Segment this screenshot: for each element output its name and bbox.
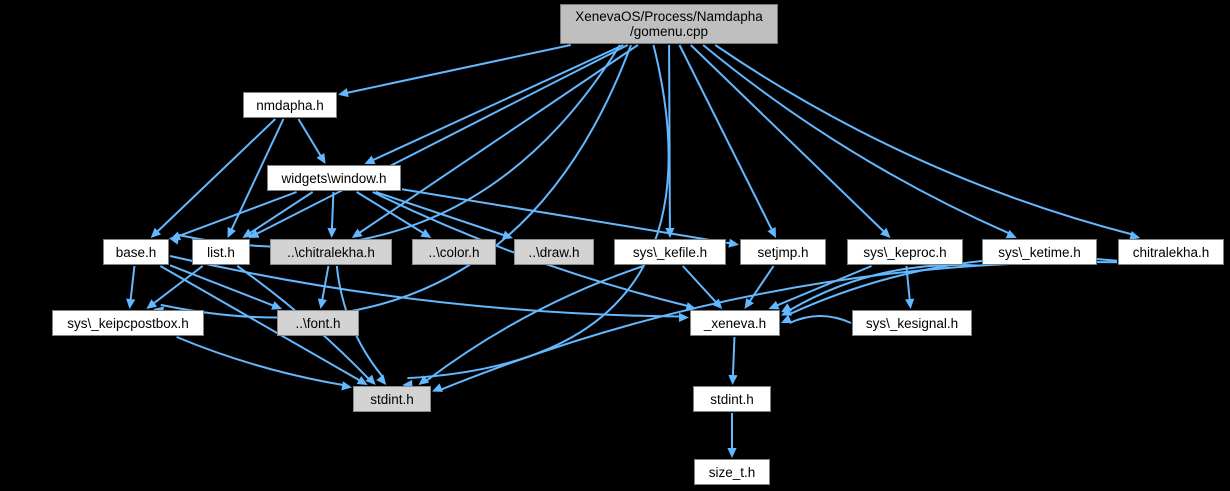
arrowhead-xeneva-to-stdint_right: [728, 374, 738, 385]
edge-root-to-postbox: [160, 44, 632, 319]
arrowhead-window-to-base: [170, 231, 181, 241]
arrowhead-chitralekha-to-xeneva: [781, 307, 793, 316]
node-chitralekha[interactable]: chitralekha.h: [1118, 239, 1224, 265]
edge-kesignal-to-xeneva: [789, 315, 852, 324]
node-kesignal[interactable]: sys\_kesignal.h: [852, 310, 972, 336]
arrowhead-base-to-xeneva: [678, 312, 689, 323]
arrowhead-list-to-stdint_left: [365, 374, 376, 385]
edge-root-to-stdint_left: [407, 44, 670, 380]
edge-root-to-chitralekha: [714, 44, 1133, 236]
edge-root-to-kefile: [668, 44, 671, 230]
node-window[interactable]: widgets\window.h: [267, 165, 401, 191]
node-stdint_right[interactable]: stdint.h: [693, 386, 771, 412]
edge-root-to-list: [255, 44, 629, 236]
arrowhead-chitralekha_rel-to-font: [317, 298, 327, 309]
node-kefile[interactable]: sys\_kefile.h: [614, 239, 726, 265]
edge-xeneva-to-stdint_right: [731, 336, 736, 377]
edge-base-to-xeneva: [169, 255, 681, 318]
node-chitralekha_rel[interactable]: ..\chitralekha.h: [270, 239, 392, 265]
arrowhead-keproc-to-xeneva: [768, 300, 780, 310]
edge-chitralekha_rel-to-font: [321, 265, 330, 301]
arrowhead-list-to-postbox: [146, 299, 158, 309]
arrowhead-chitralekha_rel-to-stdint_left: [376, 374, 387, 385]
arrowhead-base-to-font: [271, 301, 283, 310]
node-font[interactable]: ..\font.h: [277, 310, 359, 336]
arrowhead-root-to-nmdapha: [338, 88, 349, 98]
arrowhead-setjmp-to-xeneva: [744, 298, 754, 309]
arrowhead-chitralekha-to-stdint_left: [432, 383, 443, 392]
arrowhead-root-to-window: [364, 155, 376, 165]
edge-window-to-draw: [375, 191, 506, 237]
edge-setjmp-to-xeneva: [748, 265, 775, 303]
edge-kefile-to-stdint_left: [425, 265, 644, 382]
edge-window-to-chitralekha_rel: [330, 191, 335, 230]
node-postbox[interactable]: sys\_keipcpostbox.h: [52, 310, 204, 336]
edge-base-to-postbox: [129, 265, 136, 301]
node-draw[interactable]: ..\draw.h: [514, 239, 594, 265]
node-base[interactable]: base.h: [103, 239, 169, 265]
edge-nmdapha-to-list: [230, 118, 285, 231]
edge-root-to-setjmp: [678, 44, 774, 231]
arrowhead-base-to-postbox: [126, 298, 136, 309]
node-stdint_left[interactable]: stdint.h: [353, 386, 431, 412]
arrowhead-window-to-setjmp: [728, 238, 739, 248]
edge-root-to-ketime: [702, 44, 1010, 235]
edge-keproc-to-xeneva: [775, 265, 872, 307]
arrowhead-window-to-draw: [502, 230, 513, 240]
edge-kefile-to-xeneva: [682, 265, 718, 304]
edge-nmdapha-to-base: [156, 118, 277, 233]
node-nmdapha[interactable]: nmdapha.h: [243, 92, 337, 118]
arrowhead-root-to-keproc: [880, 227, 891, 238]
arrowhead-stdint_right-to-size_t: [727, 448, 737, 458]
edge-root-to-chitralekha_rel: [358, 44, 639, 235]
node-setjmp[interactable]: setjmp.h: [740, 239, 826, 265]
edge-window-to-base: [177, 191, 297, 238]
arrowhead-root-to-setjmp: [767, 226, 776, 238]
edge-postbox-to-stdint_left: [176, 336, 344, 387]
node-keproc[interactable]: sys\_keproc.h: [847, 239, 963, 265]
edge-nmdapha-to-window: [297, 118, 323, 158]
arrowhead-window-to-color: [420, 228, 432, 238]
arrowhead-base-to-stdint_left: [356, 376, 368, 385]
arrowhead-root-to-chitralekha: [1129, 231, 1141, 240]
node-xeneva[interactable]: _xeneva.h: [690, 310, 780, 336]
arrowhead-keproc-to-kesignal: [905, 298, 915, 309]
node-size_t[interactable]: size_t.h: [694, 459, 770, 485]
node-list[interactable]: list.h: [192, 239, 250, 265]
arrowhead-window-to-chitralekha_rel: [327, 227, 337, 238]
edge-window-to-list: [248, 191, 314, 235]
arrowhead-root-to-chitralekha_rel: [351, 228, 363, 238]
node-ketime[interactable]: sys\_ketime.h: [982, 239, 1097, 265]
edge-root-to-window: [371, 44, 624, 162]
node-color[interactable]: ..\color.h: [412, 239, 496, 265]
arrowhead-kesignal-to-xeneva: [781, 314, 793, 324]
arrowhead-postbox-to-stdint_left: [341, 381, 352, 391]
edge-window-to-color: [356, 191, 425, 235]
node-root[interactable]: XenevaOS/Process/Namdapha /gomenu.cpp: [560, 4, 778, 44]
arrowhead-kefile-to-stdint_left: [418, 375, 430, 385]
edge-root-to-base: [176, 44, 621, 248]
arrowhead-window-to-list: [242, 228, 254, 238]
arrowhead-nmdapha-to-base: [150, 227, 162, 238]
edge-list-to-postbox: [152, 265, 204, 305]
edge-root-to-keproc: [690, 44, 886, 233]
arrowhead-nmdapha-to-list: [227, 226, 236, 238]
arrowhead-nmdapha-to-window: [316, 153, 326, 164]
edge-base-to-font: [169, 264, 275, 307]
edge-window-to-setjmp: [401, 188, 731, 245]
arrowhead-root-to-ketime: [1005, 229, 1017, 239]
edge-root-to-nmdapha: [346, 44, 571, 94]
